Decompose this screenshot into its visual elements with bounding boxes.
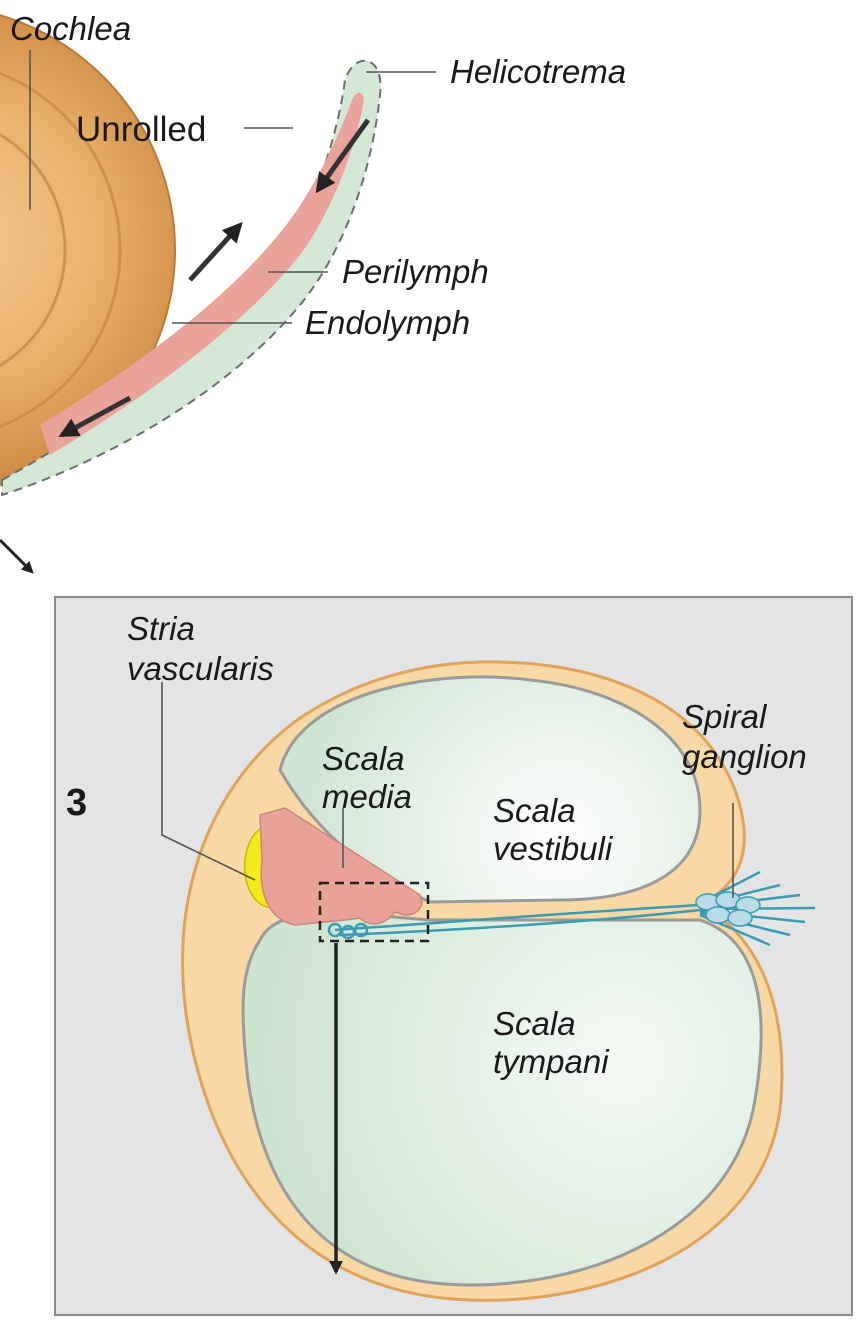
spiral-label-line2: ganglion [682, 738, 807, 775]
helicotrema-label: Helicotrema [450, 53, 626, 90]
unrolled-label: Unrolled [76, 110, 206, 149]
panel-number: 3 [66, 782, 87, 824]
stria-label-line2: vascularis [127, 650, 274, 687]
scala-vestibuli-label-line2: vestibuli [493, 830, 614, 867]
scala-media-label-line2: media [322, 778, 412, 815]
scala-media-label-line1: Scala [322, 740, 405, 777]
scala-vestibuli-label-line1: Scala [493, 792, 576, 829]
flow-arrow-up [190, 225, 240, 280]
stria-label-line1: Stria [127, 610, 195, 647]
cochlea-label: Cochlea [10, 10, 131, 47]
zoom-arrow [0, 540, 32, 572]
scala-tympani-label-line1: Scala [493, 1005, 576, 1042]
spiral-label-line1: Spiral [682, 698, 768, 735]
scala-tympani-label-line2: tympani [493, 1043, 610, 1080]
perilymph-label: Perilymph [342, 253, 489, 290]
endolymph-label: Endolymph [305, 304, 470, 341]
